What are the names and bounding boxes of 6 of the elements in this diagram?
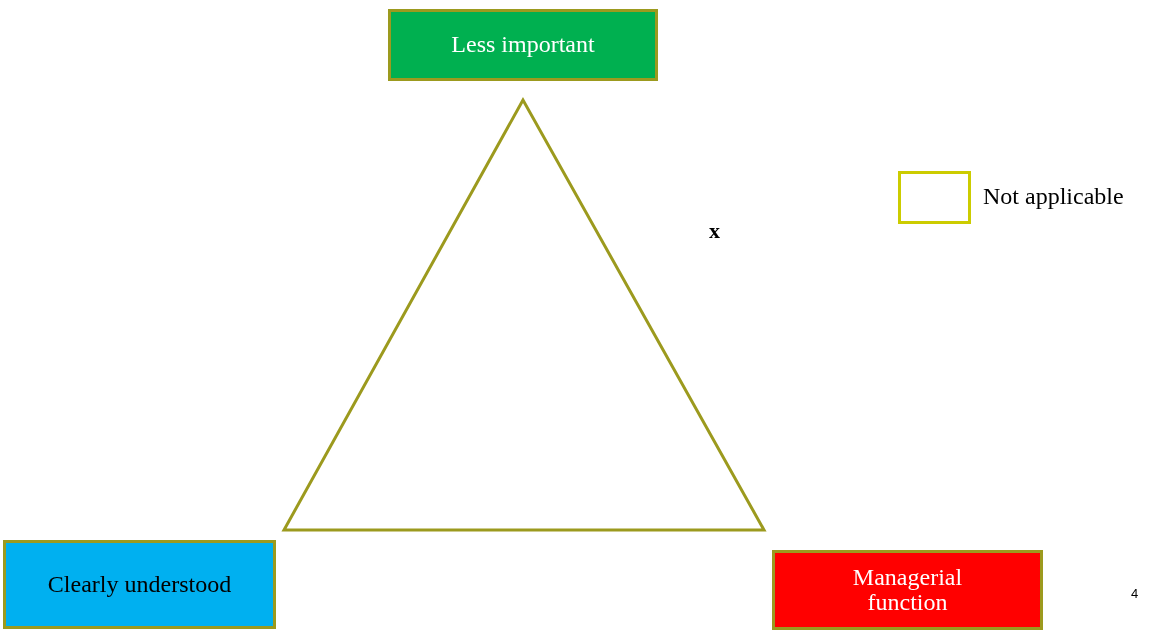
category-box: Less important <box>388 9 658 81</box>
legend-label: Not applicable <box>983 183 1124 210</box>
category-box: Clearly understood <box>3 540 276 629</box>
page-number: 4 <box>1131 586 1139 601</box>
x-mark: x <box>709 218 720 244</box>
category-box: Managerial function <box>772 550 1043 630</box>
